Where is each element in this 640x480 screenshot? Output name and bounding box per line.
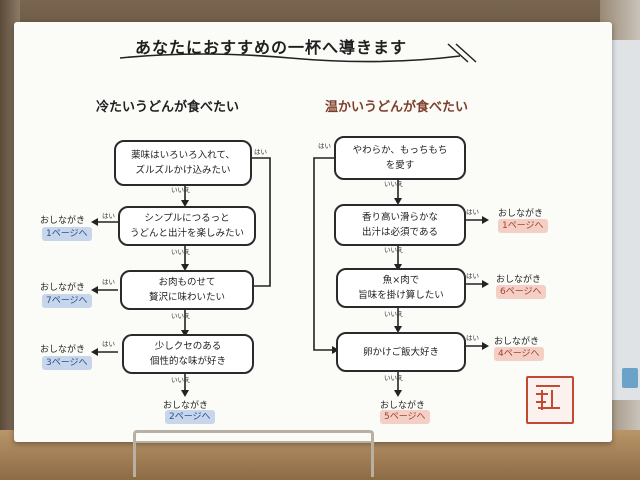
cold-question-3: お肉ものせて 贅沢に味わいたい: [120, 270, 254, 310]
no-label: いいえ: [384, 180, 404, 188]
heading-warm: 温かいうどんが食べたい: [325, 100, 469, 115]
question-text: 魚×肉で: [382, 275, 420, 286]
menu-label: おしながき: [163, 401, 209, 411]
yes-label: はい: [466, 334, 479, 342]
yes-label: はい: [102, 340, 115, 348]
menu-label: おしながき: [494, 337, 540, 347]
question-text: ズルズルかけ込みたい: [135, 165, 231, 176]
no-label: いいえ: [384, 374, 404, 382]
question-text: 卵かけご飯大好き: [362, 346, 439, 358]
no-label: いいえ: [171, 312, 191, 320]
menu-label: おしながき: [380, 401, 426, 411]
no-label: いいえ: [171, 376, 191, 384]
page-link-4: 4ページへ: [494, 347, 544, 361]
question-text: 個性的な味が好き: [149, 356, 226, 367]
question-text: 旨味を掛け算したい: [358, 290, 444, 301]
metal-stand: [133, 430, 374, 477]
page-link-1: 1ページへ: [498, 219, 548, 233]
question-text: お肉ものせて: [158, 277, 216, 288]
yes-label: はい: [466, 208, 479, 216]
no-label: いいえ: [384, 246, 404, 254]
warm-question-1: やわらか、もっちもち を愛す: [334, 136, 466, 180]
no-label: いいえ: [171, 186, 191, 194]
warm-question-3: 魚×肉で 旨味を掛け算したい: [336, 268, 466, 308]
warm-question-4: 卵かけご飯大好き: [336, 332, 466, 372]
question-text: 少しクセのある: [154, 341, 222, 352]
no-label: いいえ: [384, 310, 404, 318]
question-text: 薬味はいろいろ入れて、: [131, 150, 235, 161]
cold-question-4: 少しクセのある 個性的な味が好き: [122, 334, 254, 374]
yes-label: はい: [254, 148, 267, 156]
heading-cold: 冷たいうどんが食べたい: [96, 100, 240, 115]
menu-label: おしながき: [496, 275, 542, 285]
page-link-6: 6ページへ: [496, 285, 546, 299]
blue-tag: [622, 368, 638, 388]
question-text: 香り高い滑らかな: [361, 212, 438, 223]
question-text: を愛す: [385, 160, 415, 171]
yes-label: はい: [102, 278, 115, 286]
cold-question-2: シンプルにつるっと うどんと出汁を楽しみたい: [118, 206, 256, 246]
chopsticks-mark: [447, 43, 477, 63]
menu-label: おしながき: [40, 345, 86, 355]
no-label: いいえ: [171, 248, 191, 256]
question-text: うどんと出汁を楽しみたい: [129, 228, 244, 239]
yes-label: はい: [318, 142, 331, 150]
question-text: 贅沢に味わいたい: [148, 292, 225, 303]
warm-question-2: 香り高い滑らかな 出汁は必須である: [334, 204, 466, 246]
page-link-2: 2ページへ: [165, 410, 215, 424]
card-title: あなたにおすすめの一杯へ導きます: [135, 38, 408, 57]
title-underline: [119, 53, 461, 63]
yes-label: はい: [466, 272, 479, 280]
page-link-5: 5ページへ: [380, 410, 430, 424]
seal-stamp: [526, 376, 574, 424]
menu-label: おしながき: [40, 216, 86, 226]
yes-label: はい: [102, 212, 115, 220]
menu-label: おしながき: [40, 283, 86, 293]
cold-question-1: 薬味はいろいろ入れて、 ズルズルかけ込みたい: [114, 140, 252, 186]
page-link-7: 7ページへ: [42, 294, 92, 308]
question-text: 出汁は必須である: [362, 227, 438, 238]
page-link-1: 1ページへ: [42, 227, 92, 241]
question-text: シンプルにつるっと: [144, 213, 230, 224]
page-link-3: 3ページへ: [42, 356, 92, 370]
menu-label: おしながき: [498, 209, 544, 219]
seal-glyph-icon: [536, 385, 560, 410]
question-text: やわらか、もっちもち: [352, 145, 448, 156]
